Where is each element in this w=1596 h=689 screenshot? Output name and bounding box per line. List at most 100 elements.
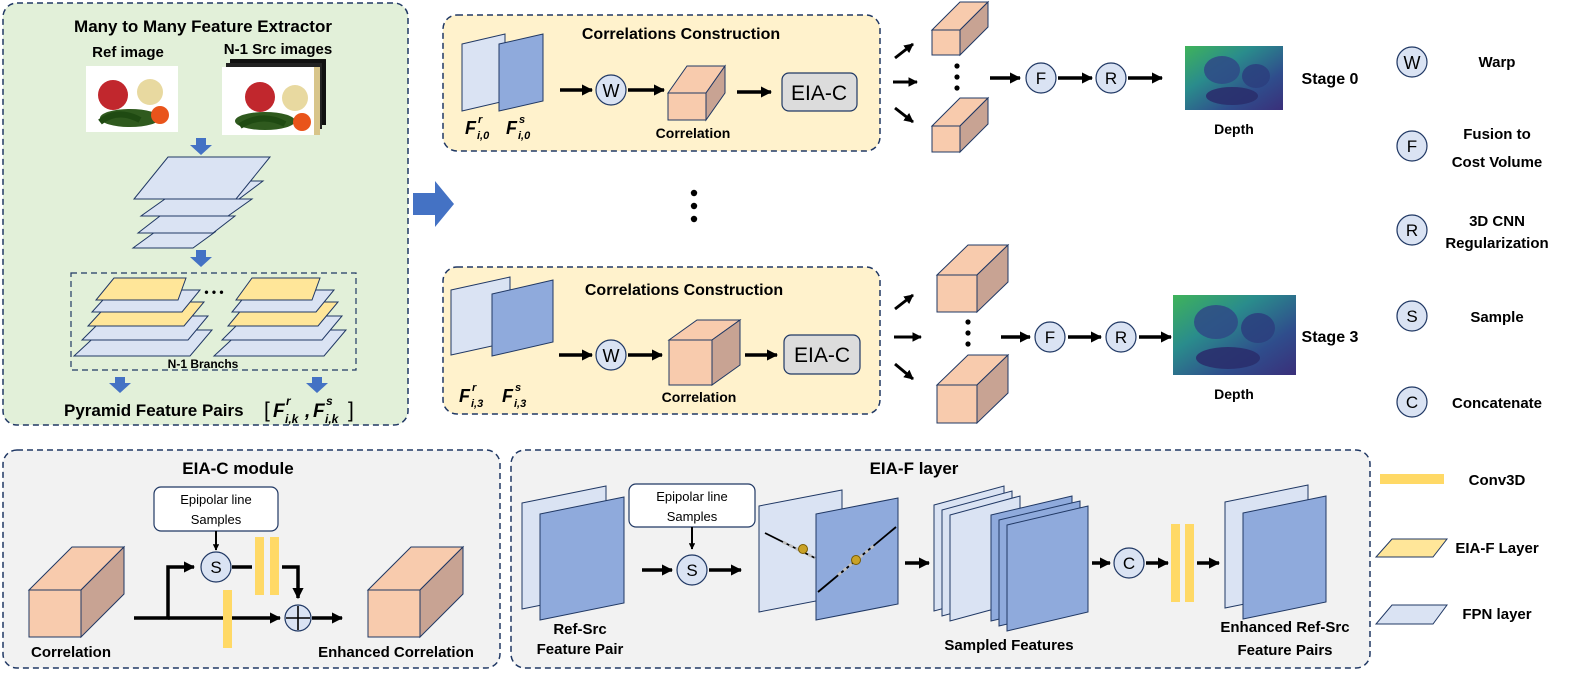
stage3-title: Correlations Construction xyxy=(585,282,783,299)
eia-f-epipolar-box: Epipolar line Samples xyxy=(628,483,756,528)
stage3-correlation-label: Correlation xyxy=(662,389,737,405)
stage3-cost-volumes: F R xyxy=(894,243,1173,425)
stage3-depth-label: Depth xyxy=(1214,386,1254,402)
legend-fpn: FPN layer xyxy=(1374,604,1532,625)
stage0-depth-label: Depth xyxy=(1214,121,1254,137)
svg-text:Samples: Samples xyxy=(191,512,242,527)
eia-c-input-label: Correlation xyxy=(31,644,111,661)
src-feature-map xyxy=(491,279,554,357)
svg-text:F: F xyxy=(1407,137,1417,156)
svg-text:W: W xyxy=(603,346,620,366)
epipolar-sampled-pair xyxy=(758,489,899,621)
sample-op: S xyxy=(676,554,708,586)
svg-text:Conv3D: Conv3D xyxy=(1469,472,1526,489)
svg-text:i,3: i,3 xyxy=(514,398,526,410)
legend-regularization: R 3D CNN Regularization xyxy=(1396,213,1549,252)
branch-ellipsis: • • • xyxy=(204,285,223,299)
svg-text:r: r xyxy=(478,114,483,126)
svg-text:F: F xyxy=(502,386,514,406)
down-arrow-icon xyxy=(109,377,131,393)
stage3-correlation-panel: Correlations Construction F r i,3 F s i,… xyxy=(442,266,881,415)
warp-op: W xyxy=(595,74,627,106)
stage3-fs-label: F s i,3 xyxy=(502,382,526,410)
regularization-op: R xyxy=(1095,62,1127,94)
svg-text:F: F xyxy=(273,401,286,422)
svg-text:Cost Volume: Cost Volume xyxy=(1452,154,1543,171)
conv3d-bar xyxy=(1171,524,1180,602)
svg-text:EIA-F Layer: EIA-F Layer xyxy=(1455,540,1539,557)
svg-text:S: S xyxy=(1406,307,1417,326)
svg-text:W: W xyxy=(1404,53,1421,73)
svg-text:C: C xyxy=(1406,393,1418,412)
svg-text:i,k: i,k xyxy=(325,412,340,426)
svg-text:i,0: i,0 xyxy=(477,130,490,142)
svg-text:F: F xyxy=(459,386,471,406)
regularization-op: R xyxy=(1105,321,1137,353)
svg-text:Sample: Sample xyxy=(1470,309,1523,326)
pyramid-pairs-formula: [ F r i,k , F s i,k ] xyxy=(264,394,354,426)
svg-text:Samples: Samples xyxy=(667,509,718,524)
svg-text:Epipolar line: Epipolar line xyxy=(656,489,728,504)
svg-text:r: r xyxy=(472,382,477,394)
eia-f-out-label-1: Enhanced Ref-Src xyxy=(1220,619,1349,636)
svg-text:EIA-C: EIA-C xyxy=(791,82,847,105)
correlation-cube xyxy=(667,319,742,386)
svg-text:FPN layer: FPN layer xyxy=(1462,606,1531,623)
fpn-pyramid-stack xyxy=(131,156,272,249)
legend-fusion: F Fusion to Cost Volume xyxy=(1396,126,1543,171)
eia-c-block: EIA-C xyxy=(783,334,861,375)
stage0-correlation-panel: Correlations Construction F r i,0 F s i,… xyxy=(442,14,881,152)
svg-text:[: [ xyxy=(264,399,270,422)
down-arrow-icon xyxy=(190,138,212,155)
eia-f-title: EIA-F layer xyxy=(870,459,959,478)
stage-ellipsis xyxy=(690,189,698,223)
svg-text:,: , xyxy=(304,401,310,422)
legend-warp: W Warp xyxy=(1396,46,1515,78)
warp-op: W xyxy=(595,339,627,371)
fusion-op: F xyxy=(1025,62,1057,94)
legend-concat: C Concatenate xyxy=(1396,386,1542,418)
conv3d-bar xyxy=(223,590,232,648)
legend-eiaf: EIA-F Layer xyxy=(1374,538,1539,558)
input-correlation-cube xyxy=(27,545,126,639)
stage3-label: Stage 3 xyxy=(1302,329,1359,346)
svg-text:r: r xyxy=(286,394,292,408)
svg-text:F: F xyxy=(465,118,477,138)
svg-text:s: s xyxy=(515,382,521,394)
stage0-title: Correlations Construction xyxy=(582,26,780,43)
stage0-depth-map xyxy=(1185,46,1283,110)
svg-text:s: s xyxy=(326,394,333,408)
stage0-cost-volumes: F R xyxy=(893,0,1164,154)
svg-text:S: S xyxy=(210,558,221,577)
src-images xyxy=(222,59,326,135)
conv3d-bar xyxy=(1185,524,1194,602)
sampled-features-stack xyxy=(933,485,1089,632)
eia-f-pair-label-2: Feature Pair xyxy=(537,641,624,658)
enhanced-src-feature-map xyxy=(1242,495,1327,620)
svg-text:W: W xyxy=(603,81,620,101)
sampled-features-label: Sampled Features xyxy=(944,637,1073,654)
stage0-fr-label: F r i,0 xyxy=(465,114,490,142)
svg-text:i,k: i,k xyxy=(285,412,300,426)
eia-f-out-label-2: Feature Pairs xyxy=(1237,642,1332,659)
stage0-label: Stage 0 xyxy=(1302,71,1359,88)
svg-text:i,3: i,3 xyxy=(471,398,483,410)
svg-text:F: F xyxy=(1036,69,1046,88)
sample-op: S xyxy=(200,551,232,583)
legend-sample: S Sample xyxy=(1396,300,1524,332)
eia-f-layer-panel: EIA-F layer Ref-Src Feature Pair Epipola… xyxy=(510,449,1371,669)
svg-text:s: s xyxy=(519,114,525,126)
svg-text:F: F xyxy=(506,118,518,138)
conv3d-bar xyxy=(255,537,264,595)
down-arrow-icon xyxy=(190,250,212,267)
stage0-fs-label: F s i,0 xyxy=(506,114,531,142)
src-feature-map xyxy=(539,496,625,621)
fusion-op: F xyxy=(1034,321,1066,353)
branch-right-stack xyxy=(212,277,348,357)
stage0-correlation-label: Correlation xyxy=(656,125,731,141)
svg-text:C: C xyxy=(1123,554,1135,573)
down-arrow-icon xyxy=(306,377,328,393)
stage3-fr-label: F r i,3 xyxy=(459,382,483,410)
branches-label: N-1 Branchs xyxy=(168,357,239,371)
